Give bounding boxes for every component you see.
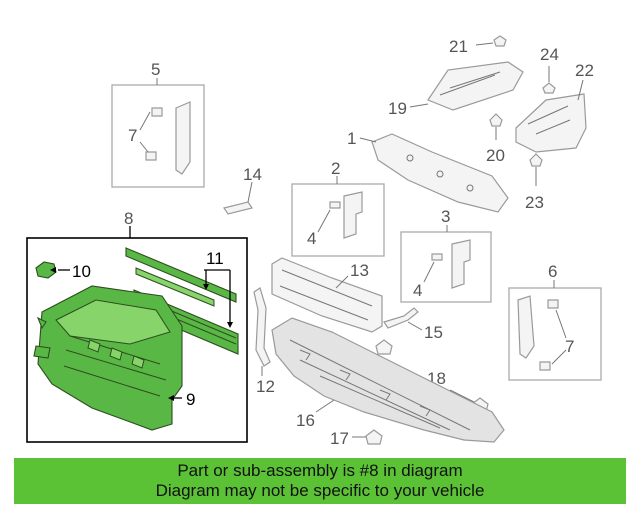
part-17-clip [352, 429, 383, 445]
callout-15: 15 [424, 323, 443, 342]
part-12-bracket [253, 287, 271, 376]
part-24-clip [542, 66, 556, 94]
callout-1: 1 [347, 129, 356, 148]
callout-22: 22 [575, 61, 594, 80]
callout-9: 9 [186, 390, 195, 409]
callout-23: 23 [525, 193, 544, 212]
part-22-shield [515, 79, 587, 153]
callout-13: 13 [350, 261, 369, 280]
box-3 [400, 225, 492, 303]
callout-6: 6 [548, 262, 557, 281]
part-13-deflector [271, 257, 383, 333]
box-6 [508, 280, 602, 381]
callout-19: 19 [388, 99, 407, 118]
callout-21: 21 [449, 37, 468, 56]
callout-4a: 4 [307, 229, 316, 248]
part-19-shield [409, 61, 524, 111]
part-23-clip [529, 153, 543, 186]
callout-11: 11 [206, 249, 224, 268]
part-20-clip [489, 113, 503, 140]
assembly-box-8 [26, 226, 248, 443]
callout-3: 3 [441, 207, 450, 226]
banner-line-1: Part or sub-assembly is #8 in diagram [177, 461, 463, 480]
callout-24: 24 [540, 45, 559, 64]
info-banner: Part or sub-assembly is #8 in diagram Di… [14, 458, 626, 504]
callout-5: 5 [151, 60, 160, 79]
callout-10: 10 [72, 262, 91, 281]
part-1-bracket [359, 133, 509, 213]
callout-2: 2 [331, 159, 340, 178]
box-2 [291, 176, 385, 257]
callout-7b: 7 [565, 337, 574, 356]
banner-line-2: Diagram may not be specific to your vehi… [155, 481, 485, 500]
part-16-lower-shield [271, 317, 505, 443]
callout-14: 14 [243, 165, 262, 184]
callout-7a: 7 [128, 126, 137, 145]
part-clip-center [375, 339, 393, 355]
callout-4b: 4 [413, 281, 422, 300]
callout-17: 17 [330, 429, 349, 448]
part-21-clip [475, 35, 507, 47]
callout-20: 20 [486, 146, 505, 165]
callout-12: 12 [256, 377, 275, 396]
box-5 [111, 78, 205, 188]
callout-16: 16 [296, 411, 315, 430]
part-14-bracket [223, 181, 253, 215]
part-15-bracket [383, 307, 423, 331]
callout-8: 8 [124, 209, 133, 228]
